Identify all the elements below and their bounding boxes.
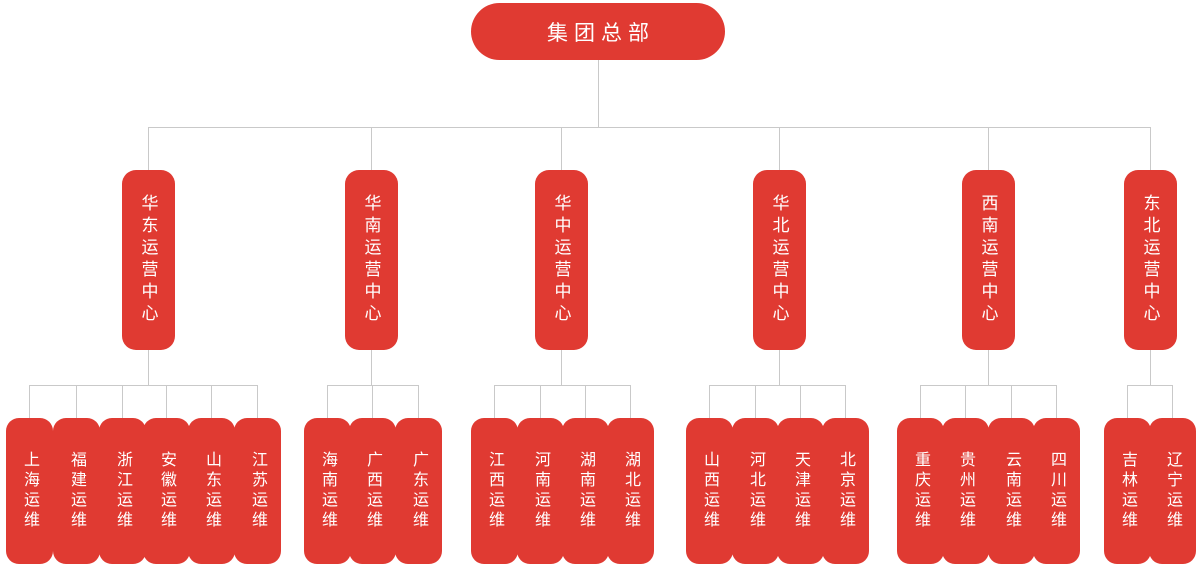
- node-leaf-4-4[interactable]: 北京运维: [821, 418, 869, 564]
- connector-leaf-bus: [709, 385, 845, 386]
- connector-leaf-stem: [920, 385, 921, 418]
- connector-leaf-stem: [630, 385, 631, 418]
- connector-leaf-stem: [76, 385, 77, 418]
- node-leaf-5-1[interactable]: 重庆运维: [896, 418, 944, 564]
- node-root-headquarters[interactable]: 集团总部: [471, 3, 725, 60]
- node-leaf-1-6[interactable]: 江苏运维: [233, 418, 281, 564]
- connector-leaf-bus: [920, 385, 1056, 386]
- connector-root-stem: [598, 60, 599, 127]
- connector-leaf-stem: [965, 385, 966, 418]
- node-leaf-5-2[interactable]: 贵州运维: [941, 418, 989, 564]
- connector-leaf-stem: [418, 385, 419, 418]
- node-leaf-4-3[interactable]: 天津运维: [776, 418, 824, 564]
- connector-region-down: [148, 350, 149, 385]
- connector-leaf-stem: [372, 385, 373, 418]
- connector-leaf-stem: [800, 385, 801, 418]
- connector-leaf-stem: [540, 385, 541, 418]
- node-leaf-4-1[interactable]: 山西运维: [685, 418, 733, 564]
- connector-leaf-stem: [494, 385, 495, 418]
- node-leaf-1-5[interactable]: 山东运维: [187, 418, 235, 564]
- connector-leaf-bus: [494, 385, 630, 386]
- node-leaf-3-2[interactable]: 河南运维: [516, 418, 564, 564]
- node-leaf-5-4[interactable]: 四川运维: [1032, 418, 1080, 564]
- node-leaf-1-1[interactable]: 上海运维: [5, 418, 53, 564]
- connector-leaf-stem: [257, 385, 258, 418]
- node-leaf-1-3[interactable]: 浙江运维: [98, 418, 146, 564]
- node-leaf-6-1[interactable]: 吉林运维: [1103, 418, 1151, 564]
- node-leaf-4-2[interactable]: 河北运维: [731, 418, 779, 564]
- connector-leaf-stem: [1172, 385, 1173, 418]
- connector-region-stem: [561, 127, 562, 170]
- connector-leaf-stem: [845, 385, 846, 418]
- node-leaf-5-3[interactable]: 云南运维: [987, 418, 1035, 564]
- connector-region-stem: [1150, 127, 1151, 170]
- connector-leaf-stem: [709, 385, 710, 418]
- connector-region-down: [779, 350, 780, 385]
- connector-region-down: [1150, 350, 1151, 385]
- connector-region-stem: [148, 127, 149, 170]
- connector-leaf-stem: [211, 385, 212, 418]
- node-leaf-2-3[interactable]: 广东运维: [394, 418, 442, 564]
- connector-top-bus: [148, 127, 1150, 128]
- node-region-3[interactable]: 华中运营中心: [534, 170, 588, 350]
- node-leaf-6-2[interactable]: 辽宁运维: [1148, 418, 1196, 564]
- node-leaf-1-4[interactable]: 安徽运维: [142, 418, 190, 564]
- connector-leaf-stem: [585, 385, 586, 418]
- connector-leaf-stem: [1127, 385, 1128, 418]
- node-leaf-3-3[interactable]: 湖南运维: [561, 418, 609, 564]
- connector-leaf-stem: [29, 385, 30, 418]
- connector-region-down: [371, 350, 372, 385]
- node-leaf-3-4[interactable]: 湖北运维: [606, 418, 654, 564]
- node-leaf-3-1[interactable]: 江西运维: [470, 418, 518, 564]
- node-region-4[interactable]: 华北运营中心: [752, 170, 806, 350]
- connector-leaf-stem: [1011, 385, 1012, 418]
- connector-leaf-stem: [327, 385, 328, 418]
- node-region-6[interactable]: 东北运营中心: [1123, 170, 1177, 350]
- node-leaf-2-1[interactable]: 海南运维: [303, 418, 351, 564]
- connector-region-stem: [779, 127, 780, 170]
- node-leaf-2-2[interactable]: 广西运维: [348, 418, 396, 564]
- node-region-5[interactable]: 西南运营中心: [961, 170, 1015, 350]
- node-leaf-1-2[interactable]: 福建运维: [52, 418, 100, 564]
- connector-region-down: [988, 350, 989, 385]
- node-region-2[interactable]: 华南运营中心: [344, 170, 398, 350]
- connector-leaf-stem: [122, 385, 123, 418]
- connector-leaf-stem: [755, 385, 756, 418]
- connector-region-down: [561, 350, 562, 385]
- connector-leaf-stem: [166, 385, 167, 418]
- connector-leaf-bus: [29, 385, 257, 386]
- node-region-1[interactable]: 华东运营中心: [121, 170, 175, 350]
- connector-leaf-bus: [1127, 385, 1172, 386]
- connector-region-stem: [371, 127, 372, 170]
- connector-region-stem: [988, 127, 989, 170]
- connector-leaf-stem: [1056, 385, 1057, 418]
